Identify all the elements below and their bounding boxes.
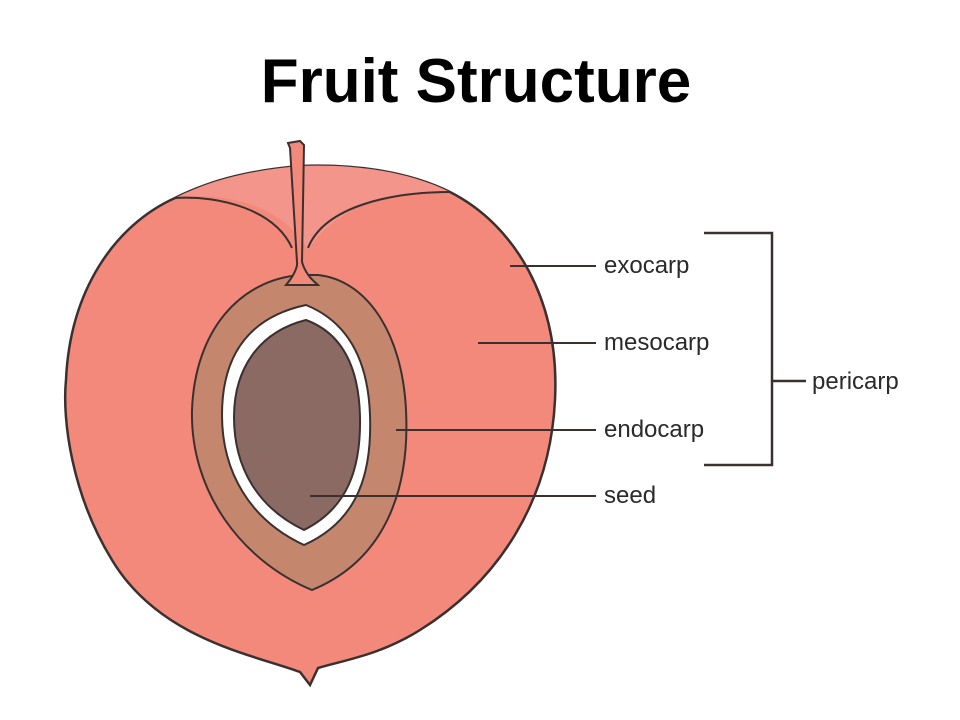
slide-title: Fruit Structure	[260, 47, 692, 116]
pericarp-bracket	[704, 231, 774, 467]
label-endocarp: endocarp	[604, 416, 704, 443]
seed	[232, 318, 362, 532]
label-pericarp: pericarp	[812, 368, 899, 395]
label-mesocarp: mesocarp	[604, 329, 709, 356]
stalk	[283, 139, 321, 286]
fruit-top-band	[175, 165, 450, 250]
label-seed: seed	[604, 482, 656, 509]
groove-line-left	[174, 196, 293, 249]
groove-line-right	[307, 191, 451, 249]
label-exocarp: exocarp	[604, 252, 689, 279]
